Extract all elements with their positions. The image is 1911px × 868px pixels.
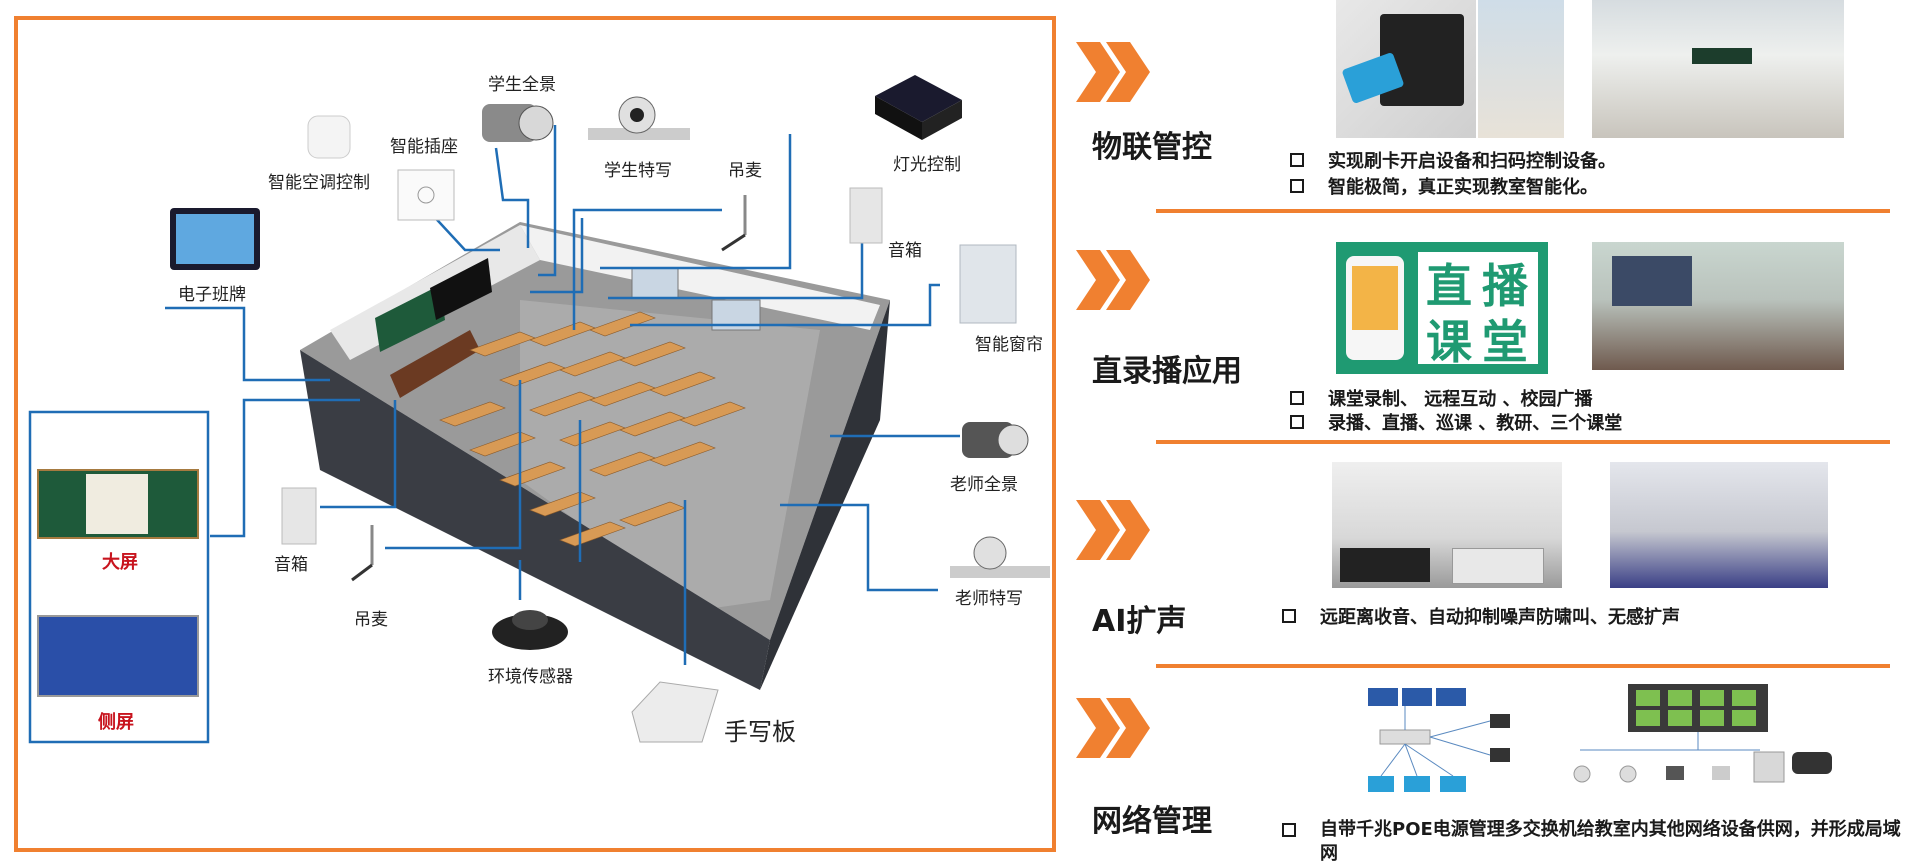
bullet-iot-2: 智能极简，真正实现教室智能化。 — [1290, 176, 1598, 200]
device-hanging-mic-bottom — [351, 525, 374, 582]
bullet-net-1: 自带千兆POE电源管理多交换机给教室内其他网络设备供网，并形成局域网 — [1282, 818, 1902, 866]
classroom-left-wall — [300, 350, 770, 690]
label-smart-curtain: 智能窗帘 — [975, 335, 1043, 355]
device-light-control — [875, 75, 962, 140]
bullet-iot-1: 实现刷卡开启设备和扫码控制设备。 — [1290, 150, 1616, 174]
label-student-closeup: 学生特写 — [604, 161, 672, 181]
device-teacher-closeup-cam — [950, 536, 1050, 578]
photo-classroom-2 — [1592, 0, 1844, 138]
label-teacher-closeup: 老师特写 — [955, 589, 1023, 609]
device-tablet — [631, 681, 719, 743]
blackboard — [375, 285, 445, 352]
label-side-screen: 侧屏 — [98, 712, 134, 733]
label-smart-ac-control: 智能空调控制 — [268, 173, 370, 193]
podium — [390, 330, 480, 398]
section-title-network: 网络管理 — [1092, 804, 1212, 839]
bullet-ai-1: 远距离收音、自动抑制噪声防啸叫、无感扩声 — [1282, 606, 1680, 630]
diagram-frame — [14, 16, 1056, 852]
label-speaker-left: 音箱 — [274, 555, 308, 575]
label-hanging-mic-top: 吊麦 — [728, 161, 762, 181]
divider-2 — [1156, 440, 1890, 444]
screens-box — [28, 410, 210, 744]
section-title-iot: 物联管控 — [1092, 130, 1212, 165]
badge-char-2: 播 — [1482, 259, 1528, 313]
label-env-sensor: 环境传感器 — [488, 667, 573, 687]
section-title-ai-audio: AI扩声 — [1092, 604, 1187, 639]
device-teacher-panorama-cam — [962, 422, 1029, 458]
label-hanging-mic-bottom: 吊麦 — [354, 610, 388, 630]
photo-card-panel — [1336, 0, 1476, 138]
divider-3 — [1156, 664, 1890, 668]
bullet-rec-1: 课堂录制、 远程互动 、校园广播 — [1290, 388, 1593, 412]
label-tablet: 手写板 — [724, 718, 796, 746]
label-smart-socket: 智能插座 — [390, 137, 458, 157]
smart-panel — [430, 258, 492, 320]
device-speaker-left — [281, 487, 317, 545]
device-student-closeup-cam — [588, 96, 690, 140]
device-big-screen — [37, 469, 199, 539]
device-hanging-mic-top — [721, 195, 747, 252]
device-socket — [397, 169, 455, 221]
label-light-control: 灯光控制 — [893, 155, 961, 175]
label-big-screen: 大屏 — [102, 552, 138, 573]
photo-live-classroom — [1592, 242, 1844, 370]
device-electronic-board — [170, 208, 260, 270]
device-student-panorama-cam — [482, 104, 554, 142]
bullet-rec-2: 录播、直播、巡课 、教研、三个课堂 — [1290, 412, 1622, 436]
bullet-net-1-text: 自带千兆POE电源管理多交换机给教室内其他网络设备供网，并形成局域网 — [1320, 819, 1901, 864]
connector-lines — [165, 125, 960, 665]
label-teacher-panorama: 老师全景 — [950, 475, 1018, 495]
classroom-right-wall — [760, 300, 890, 690]
badge-char-4: 堂 — [1482, 315, 1528, 369]
label-speaker-right: 音箱 — [888, 241, 922, 261]
badge-char-3: 课 — [1426, 315, 1472, 369]
device-speaker-right — [849, 187, 883, 244]
classroom-side-wall — [520, 225, 880, 330]
device-ac-control — [307, 115, 351, 159]
device-side-screen — [37, 615, 199, 697]
photo-meeting-room — [1332, 462, 1562, 588]
photo-live-class-badge: 直 播 课 堂 — [1336, 242, 1548, 374]
label-student-panorama: 学生全景 — [488, 75, 556, 95]
divider-1 — [1156, 209, 1890, 213]
photo-auditorium — [1610, 462, 1828, 588]
device-env-sensor — [492, 610, 568, 650]
device-curtain — [959, 244, 1017, 324]
section-title-recording: 直录播应用 — [1092, 354, 1242, 389]
photo-classroom-1 — [1478, 0, 1564, 138]
window-1 — [631, 267, 679, 299]
label-electronic-board: 电子班牌 — [178, 285, 246, 305]
badge-char-1: 直 — [1426, 259, 1472, 313]
